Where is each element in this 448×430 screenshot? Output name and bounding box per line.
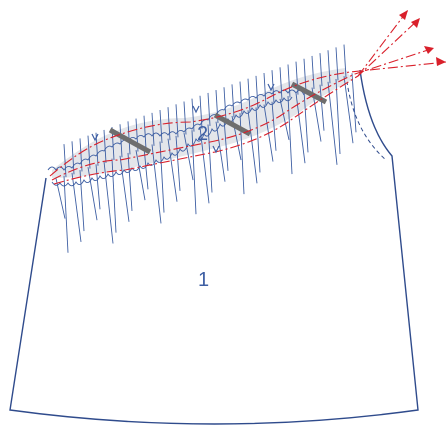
band-gather-line [247,78,251,112]
gather-line [223,118,229,171]
gather-line [215,121,226,182]
gather-line [335,78,341,155]
gather-line [119,155,130,222]
band-gather-line [87,135,91,169]
gather-line [135,150,146,201]
band-gather-line [303,58,307,92]
stitch-line-top [49,61,447,177]
gather-line [167,138,178,202]
band-bottom-scallop [51,96,293,187]
pull-arrow-icon [399,10,446,66]
notch-mark-4 [212,145,220,154]
arrow-head-3 [411,18,420,28]
band-gather-line [263,72,267,107]
band-gather-line [279,67,283,101]
gather-line [79,170,85,232]
band-gather-line [199,95,203,129]
stitch-line-middle [51,47,435,181]
band-gather-line [239,81,243,115]
notch-mark-3 [267,83,275,92]
stitch-line-bottom [53,17,421,185]
gather-line [255,107,261,173]
band-top-scallop [47,89,305,171]
band-gather-line [79,138,83,172]
gather-line [95,164,101,210]
arrow-head-1 [436,57,446,66]
notch-mark-1 [192,105,200,114]
armhole-dashed-line [345,73,387,161]
notch-icon [91,83,275,154]
gather-line [143,147,149,190]
band-gather-line [231,84,235,118]
band-gather-line [119,124,123,158]
gather-line [247,110,258,184]
band-gather-line [151,112,155,146]
tape-strip-2 [213,112,252,137]
tape-strips [108,81,328,155]
gather-line [159,141,165,213]
gather-line [207,124,213,193]
band-gather-line [143,115,147,149]
gather-line [319,84,325,131]
gather-line [327,81,338,165]
main-piece-number: 1 [198,269,209,291]
gather-line [63,175,69,253]
band-gather-line [63,144,67,178]
band-gather-line [319,53,323,87]
band-gather-line [71,141,75,175]
gather-line [287,96,293,175]
band-piece-number: 2 [197,123,208,145]
gather-line [127,152,133,211]
arrow-head-2 [424,46,434,54]
gather-line [103,161,114,244]
gather-line [199,127,210,204]
gather-line [87,167,98,221]
band-gather-line [343,44,347,78]
gather-line [191,130,197,215]
gather-lines [55,44,357,253]
gather-line [303,90,309,153]
stitch-line-extra [357,9,409,77]
gather-line [175,135,181,191]
band-gather-line [327,50,331,84]
band-gather-line [311,55,315,89]
notch-mark-2 [91,133,99,142]
gather-line [71,172,82,242]
tape-strip-3 [290,81,328,105]
band-gather-line [103,129,107,163]
band-gather-line [183,101,187,135]
band-gather-line [335,47,339,81]
band-gather-line [287,64,291,98]
gather-line [183,132,194,181]
band-gather-line [207,92,211,126]
arrow-head-4 [399,10,408,20]
tape-strip-1 [108,127,152,155]
gather-line [271,101,277,151]
gather-line [343,76,354,144]
gather-line [351,73,357,133]
gather-line [151,144,162,224]
band-gather-line [159,109,163,144]
gather-line [279,98,290,140]
